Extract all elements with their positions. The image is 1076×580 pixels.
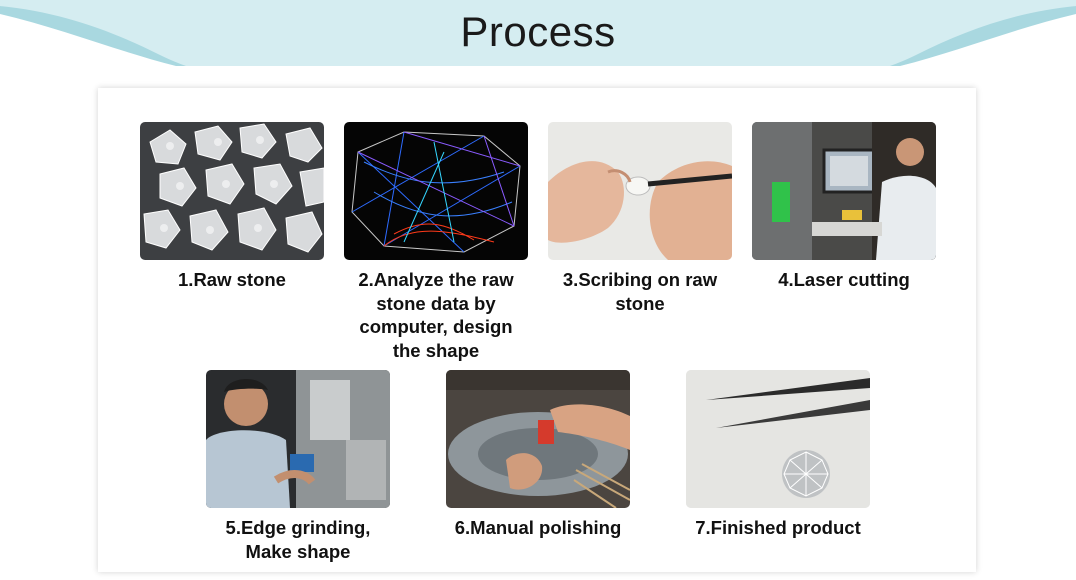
process-step-1: 1.Raw stone	[140, 122, 324, 292]
step-5-label: 5.Edge grinding, Make shape	[206, 516, 390, 563]
step-7-label: 7.Finished product	[686, 516, 870, 540]
process-step-7: 7.Finished product	[686, 370, 870, 540]
process-step-2: 2.Analyze the raw stone data by computer…	[344, 122, 528, 362]
manual-polishing-photo	[446, 370, 630, 508]
laser-cutting-workstation-photo	[752, 122, 936, 260]
hands-scribing-stone-photo	[548, 122, 732, 260]
step-6-label: 6.Manual polishing	[446, 516, 630, 540]
process-step-5: 5.Edge grinding, Make shape	[206, 370, 390, 563]
raw-diamond-stones-photo	[140, 122, 324, 260]
finished-diamond-tweezers-photo	[686, 370, 870, 508]
step-1-label: 1.Raw stone	[140, 268, 324, 292]
page-title: Process	[0, 8, 1076, 56]
step-2-label: 2.Analyze the raw stone data by computer…	[344, 268, 528, 362]
3d-stone-model-photo	[344, 122, 528, 260]
process-step-4: 4.Laser cutting	[752, 122, 936, 292]
process-step-6: 6.Manual polishing	[446, 370, 630, 540]
step-4-label: 4.Laser cutting	[752, 268, 936, 292]
step-3-label: 3.Scribing on raw stone	[548, 268, 732, 315]
process-step-3: 3.Scribing on raw stone	[548, 122, 732, 315]
edge-grinding-machine-photo	[206, 370, 390, 508]
